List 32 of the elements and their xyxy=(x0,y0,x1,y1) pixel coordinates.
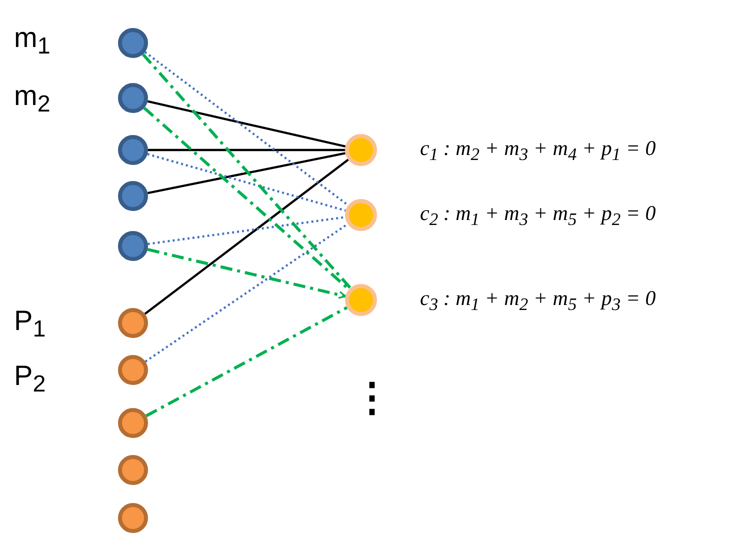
connector-line xyxy=(145,306,348,418)
node-circle xyxy=(118,355,148,385)
node-circle xyxy=(345,134,377,166)
connector-line xyxy=(148,148,345,152)
node-circle xyxy=(118,308,148,338)
node-circle xyxy=(118,503,148,533)
equation: c$_{2}$ : m$_{1}$ + m$_{3}$ + m$_{5}$ + p$_{2}$ = 0 xyxy=(420,201,656,230)
node-label: P$_{2}$ xyxy=(14,360,46,398)
connector-line xyxy=(148,216,346,246)
node-circle xyxy=(118,455,148,485)
node-label: P$_{1}$ xyxy=(14,305,46,343)
connector-line xyxy=(144,51,349,206)
equation: c$_{1}$ : m$_{2}$ + m$_{3}$ + m$_{4}$ + p$_{1}$ = 0 xyxy=(420,136,656,166)
node-circle xyxy=(118,135,148,165)
connector-line xyxy=(147,100,346,148)
ellipsis-label: ⋮ xyxy=(352,378,392,418)
connector-line xyxy=(147,152,346,194)
node-circle xyxy=(345,199,377,231)
node-circle xyxy=(118,28,148,58)
connector-line xyxy=(147,248,346,299)
connector-line xyxy=(144,223,348,362)
node-circle xyxy=(118,181,148,211)
connector-line xyxy=(142,53,352,290)
connector-line xyxy=(144,158,349,315)
node-circle xyxy=(118,83,148,113)
node-circle xyxy=(118,231,148,261)
equation: c$_{3}$ : m$_{1}$ + m$_{2}$ + m$_{5}$ + p$_{3}$ = 0 xyxy=(420,286,656,316)
connector-line xyxy=(147,153,346,212)
node-circle xyxy=(345,284,377,316)
node-label: m$_{1}$ xyxy=(14,22,50,60)
node-circle xyxy=(118,408,148,438)
node-label: m$_{2}$ xyxy=(14,80,50,118)
